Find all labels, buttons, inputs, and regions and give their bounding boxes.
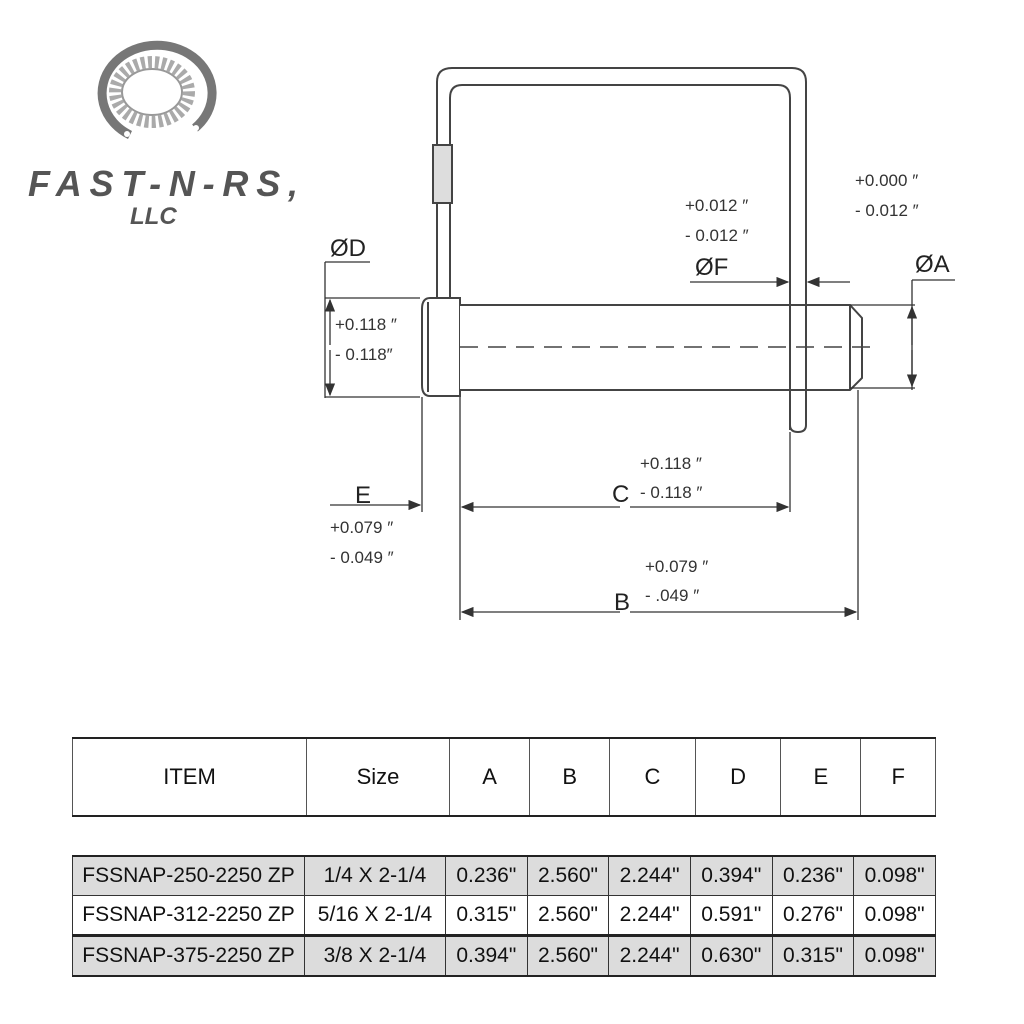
cell-e: 0.236" [771, 855, 855, 896]
tol-e-minus: - 0.049 ″ [330, 548, 394, 567]
cell-a: 0.394" [445, 935, 528, 977]
cell-b: 2.560" [526, 895, 610, 937]
cell-d: 0.630" [689, 935, 773, 977]
tol-c-plus: +0.118 ″ [640, 454, 702, 473]
dimension-lines [324, 261, 955, 620]
header-c: C [609, 738, 696, 816]
cell-size: 1/4 X 2-1/4 [304, 855, 446, 896]
cell-item: FSSNAP-375-2250 ZP [72, 935, 305, 977]
cell-d: 0.394" [689, 855, 773, 896]
header-size: Size [306, 738, 450, 816]
dim-label-c: C [612, 481, 629, 508]
tol-c-minus: - 0.118 ″ [640, 483, 702, 502]
table-row: FSSNAP-312-2250 ZP 5/16 X 2-1/4 0.315" 2… [72, 895, 936, 937]
cell-e: 0.276" [771, 895, 855, 937]
header-b: B [529, 738, 611, 816]
company-logo: FAST-N-RS, LLC [28, 40, 298, 230]
cell-size: 5/16 X 2-1/4 [304, 895, 446, 937]
pin-drawing [421, 67, 880, 434]
retaining-ring-icon [97, 40, 217, 140]
cell-d: 0.591" [689, 895, 773, 937]
spec-table-header: ITEM Size A B C D E F [72, 737, 936, 817]
cell-f: 0.098" [853, 855, 936, 896]
table-row: FSSNAP-250-2250 ZP 1/4 X 2-1/4 0.236" 2.… [72, 855, 936, 896]
pin-head [421, 297, 461, 397]
cell-item: FSSNAP-250-2250 ZP [72, 855, 305, 896]
tol-f-minus: - 0.012 ″ [685, 226, 749, 245]
snap-pin-diagram: FAST-N-RS, LLC ØD ØA ØF E C B +0.000 ″ -… [28, 40, 955, 620]
cell-a: 0.315" [445, 895, 528, 937]
dim-label-e: E [355, 482, 371, 509]
logo-name: FAST-N-RS, [28, 163, 298, 204]
dim-label-d: ØD [330, 235, 366, 262]
cell-item: FSSNAP-312-2250 ZP [72, 895, 305, 937]
dim-label-f: ØF [695, 254, 728, 281]
cell-a: 0.236" [445, 855, 528, 896]
cell-f: 0.098" [853, 935, 936, 977]
header-e: E [780, 738, 862, 816]
cell-c: 2.244" [608, 855, 691, 896]
lock-washer-icon [109, 56, 195, 128]
dim-label-a: ØA [915, 251, 950, 278]
cell-b: 2.560" [526, 855, 610, 896]
dim-label-b: B [614, 589, 630, 616]
tol-a-plus: +0.000 ″ [855, 171, 918, 190]
cell-b: 2.560" [526, 935, 610, 977]
tol-b-minus: - .049 ″ [645, 586, 699, 605]
logo-suffix: LLC [130, 203, 177, 230]
tol-d-minus: - 0.118″ [335, 345, 393, 364]
tol-d-plus: +0.118 ″ [335, 315, 397, 334]
header-a: A [448, 738, 531, 816]
cell-c: 2.244" [608, 895, 691, 937]
cell-size: 3/8 X 2-1/4 [304, 935, 446, 977]
tol-b-plus: +0.079 ″ [645, 557, 708, 576]
header-f: F [860, 738, 936, 816]
tol-e-plus: +0.079 ″ [330, 518, 393, 537]
spec-table-body: FSSNAP-250-2250 ZP 1/4 X 2-1/4 0.236" 2.… [72, 855, 936, 977]
header-item: ITEM [72, 738, 307, 816]
table-row: FSSNAP-375-2250 ZP 3/8 X 2-1/4 0.394" 2.… [72, 935, 936, 977]
cell-f: 0.098" [853, 895, 936, 937]
cell-c: 2.244" [608, 935, 691, 977]
tol-a-minus: - 0.012 ″ [855, 201, 919, 220]
header-d: D [694, 738, 782, 816]
handle-sleeve [432, 144, 453, 204]
cell-e: 0.315" [771, 935, 855, 977]
tol-f-plus: +0.012 ″ [685, 196, 748, 215]
